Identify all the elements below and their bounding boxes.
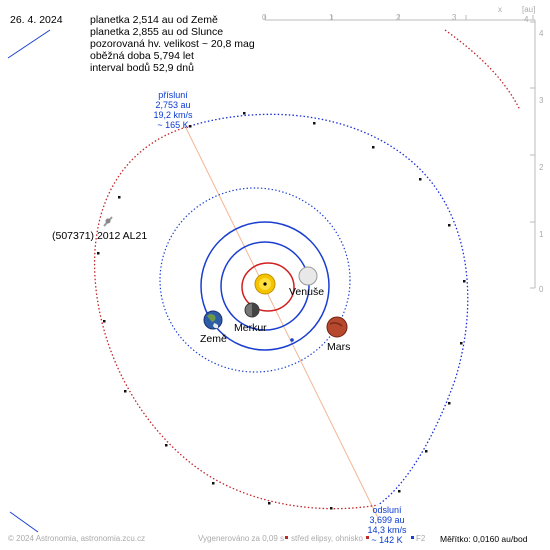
scale-label: Měřítko: 0,0160 au/bod <box>440 534 528 544</box>
axis-ruler <box>264 15 536 289</box>
earth-icon <box>203 310 223 330</box>
info-interval: interval bodů 52,9 dnů <box>90 62 194 74</box>
axis-tick-y-0: 0 <box>539 285 544 294</box>
direction-mark-bottom <box>9 511 39 533</box>
info-period: oběžná doba 5,794 let <box>90 50 194 62</box>
legend-f2-marker <box>411 536 414 539</box>
perihelion-title: přísluní <box>158 90 188 100</box>
asteroid-orbit <box>93 29 521 510</box>
mars-label: Mars <box>327 341 351 353</box>
perihelion-temperature: ~ 165 K <box>157 120 189 130</box>
venus-orbit <box>220 241 310 331</box>
info-magnitude: pozorovaná hv. velikost ~ 20,8 mag <box>90 38 255 50</box>
aphelion-title: odsluní <box>372 505 402 515</box>
asteroid-label: (507371) 2012 AL21 <box>52 230 148 242</box>
aphelion-speed: 14,3 km/s <box>367 525 407 535</box>
aphelion-temperature: ~ 142 K <box>371 535 403 545</box>
legend-center-marker <box>285 536 288 539</box>
venus-icon <box>298 266 318 286</box>
axis-tick-x-0: 0 <box>262 13 267 22</box>
asteroid-icon <box>103 216 113 227</box>
venus-label: Venuše <box>289 286 325 298</box>
legend-focus-marker <box>366 536 369 539</box>
generated-text: Vygenerováno za 0,09 s <box>198 534 284 543</box>
mars-orbit-marker <box>290 338 294 342</box>
copyright-text: © 2024 Astronomia, astronomia.zcu.cz <box>8 534 146 543</box>
axis-tick-x-1: 1 <box>329 13 334 22</box>
aphelion-distance: 3,699 au <box>369 515 405 525</box>
axis-tick-x-4: 4 <box>524 15 529 24</box>
axis-unit-y: [au] <box>522 5 536 14</box>
mercury-icon <box>244 302 260 318</box>
apsides-line <box>185 127 380 521</box>
direction-mark-top <box>7 29 51 59</box>
info-distance-sun: planetka 2,855 au od Slunce <box>90 26 224 38</box>
axis-tick-y-1: 1 <box>539 230 544 239</box>
mars-orbit <box>159 187 351 373</box>
axis-tick-x-2: 2 <box>396 13 401 22</box>
info-distance-earth: planetka 2,514 au od Země <box>90 14 218 26</box>
mercury-label: Merkur <box>234 322 267 334</box>
axis-tick-y-3: 3 <box>539 96 544 105</box>
mercury-orbit <box>241 262 295 312</box>
date-label: 26. 4. 2024 <box>10 14 63 26</box>
axis-tick-y-4: 4 <box>539 29 544 38</box>
legend-center-label: střed elipsy, ohnisko <box>291 534 363 543</box>
axis-tick-x-3: 3 <box>452 13 457 22</box>
perihelion-speed: 19,2 km/s <box>153 110 193 120</box>
axis-tick-y-2: 2 <box>539 163 544 172</box>
earth-label: Země <box>200 333 227 345</box>
axis-unit-x: x <box>498 5 502 14</box>
asteroid-orbit-points <box>97 112 466 510</box>
sun-icon <box>254 273 276 295</box>
earth-orbit <box>200 221 330 351</box>
legend-f2-label: F2 <box>416 534 426 543</box>
perihelion-distance: 2,753 au <box>155 100 191 110</box>
mars-icon <box>326 316 348 338</box>
